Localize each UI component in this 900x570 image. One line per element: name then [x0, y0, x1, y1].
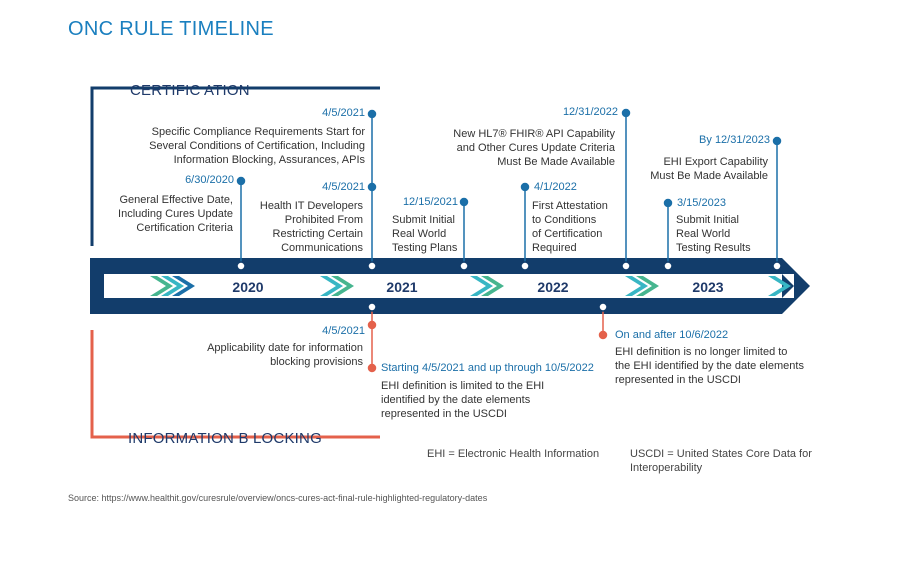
chevron-group-2 — [320, 276, 354, 296]
marker-dot — [621, 108, 631, 118]
marker-dot — [367, 109, 377, 119]
information-blocking-label: INFORMATION B LOCKING — [128, 430, 322, 447]
ehi-footnote: EHI = Electronic Health Information — [427, 448, 600, 460]
source-note: Source: https://www.healthit.gov/curesru… — [68, 493, 488, 503]
year-label: 2020 — [232, 279, 264, 295]
event-date: By 12/31/2023 — [699, 134, 770, 146]
ib-event-date: Starting 4/5/2021 and up through 10/5/20… — [381, 362, 594, 374]
event-date: 12/15/2021 — [402, 196, 458, 208]
event-description: Submit Initial Real World Testing Plans — [392, 214, 458, 254]
marker-dot — [663, 198, 673, 208]
uscdi-footnote: USCDI = United States Core Data for Inte… — [630, 448, 812, 474]
event-description: General Effective Date, Including Cures … — [118, 194, 233, 234]
chevron-group-4 — [625, 276, 659, 296]
ib-event-description: EHI definition is no longer limited to t… — [615, 346, 804, 386]
event-date: 3/15/2023 — [677, 197, 726, 209]
event-description: EHI Export Capability Must Be Made Avail… — [650, 156, 768, 182]
certification-bracket — [90, 86, 380, 246]
event-description: Specific Compliance Requirements Start f… — [149, 126, 365, 166]
event-date: 4/1/2022 — [534, 181, 577, 193]
marker-dot — [772, 136, 782, 146]
timeline-inner — [104, 274, 794, 298]
event-description: Submit Initial Real World Testing Result… — [676, 214, 751, 254]
ib-event-description: Applicability date for information block… — [207, 342, 363, 368]
ib-event-date: 4/5/2021 — [322, 325, 365, 337]
information-blocking-bracket — [90, 330, 380, 439]
chevron-group-5 — [768, 276, 791, 296]
event-date: 12/31/2022 — [562, 106, 618, 118]
marker-dot — [520, 182, 530, 192]
ib-event-description: EHI definition is limited to the EHI ide… — [381, 380, 545, 420]
year-label: 2022 — [537, 279, 569, 295]
marker-dot — [459, 197, 469, 207]
ib-event-date: On and after 10/6/2022 — [615, 329, 729, 341]
page-title: ONC RULE TIMELINE — [68, 18, 274, 40]
event-description: First Attestation to Conditions of Certi… — [532, 200, 608, 254]
event-description: New HL7® FHIR® API Capability and Other … — [453, 128, 615, 168]
event-description: Health IT Developers Prohibited From Res… — [259, 200, 363, 254]
event-date: 4/5/2021 — [322, 181, 365, 193]
marker-dot — [367, 182, 377, 192]
year-label: 2023 — [692, 279, 724, 295]
event-date: 4/5/2021 — [322, 107, 365, 119]
chevron-group-1 — [150, 276, 195, 296]
year-label: 2021 — [386, 279, 418, 295]
chevron-group-3 — [470, 276, 504, 296]
event-date: 6/30/2020 — [185, 174, 234, 186]
certification-label: CERTIFIC ATION — [130, 82, 250, 99]
marker-dot — [236, 176, 246, 186]
